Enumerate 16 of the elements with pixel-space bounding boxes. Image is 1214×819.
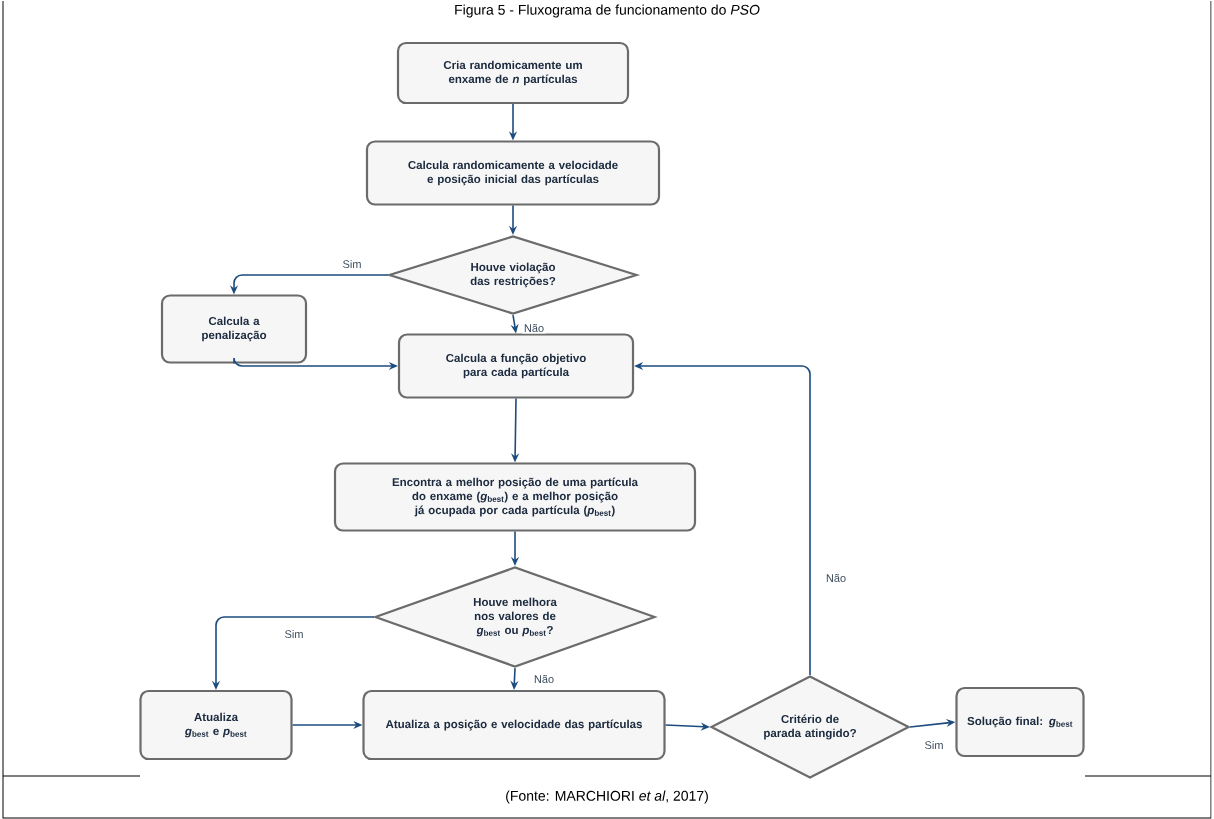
- edge-label: Sim: [341, 258, 363, 270]
- process-box: Encontra a melhor posição de uma partícula do enxame (g$_{best}$) e a melhor posição já ocupada por cada partícula (p$_{best}$): [333, 462, 697, 532]
- process-box: Calcula a penalização: [160, 294, 308, 364]
- edge-label: Não: [522, 322, 546, 334]
- process-box: Cria randomicamente um enxame de n partículas: [396, 41, 630, 105]
- process-box: Calcula randomicamente a velocidade e posição inicial das partículas: [365, 140, 661, 206]
- edge-label: Sim: [923, 739, 945, 751]
- edge-label: Não: [824, 572, 848, 584]
- edge-label: Sim: [283, 628, 305, 640]
- process-box: Calcula a função objetivo para cada partícula: [397, 333, 635, 399]
- edge-label: Não: [532, 673, 556, 685]
- process-box: Atualiza g$_{best}$ e p$_{best}$: [139, 689, 293, 761]
- title: Figura 5 - Fluxograma de funcionamento do PSO: [455, 4, 760, 18]
- process-box: Atualiza a posição e velocidade das partículas: [362, 689, 666, 761]
- process-box: Solução final: g$_{best}$: [955, 686, 1085, 758]
- caption: (Fonte: MARCHIORI et al, 2017): [506, 790, 708, 804]
